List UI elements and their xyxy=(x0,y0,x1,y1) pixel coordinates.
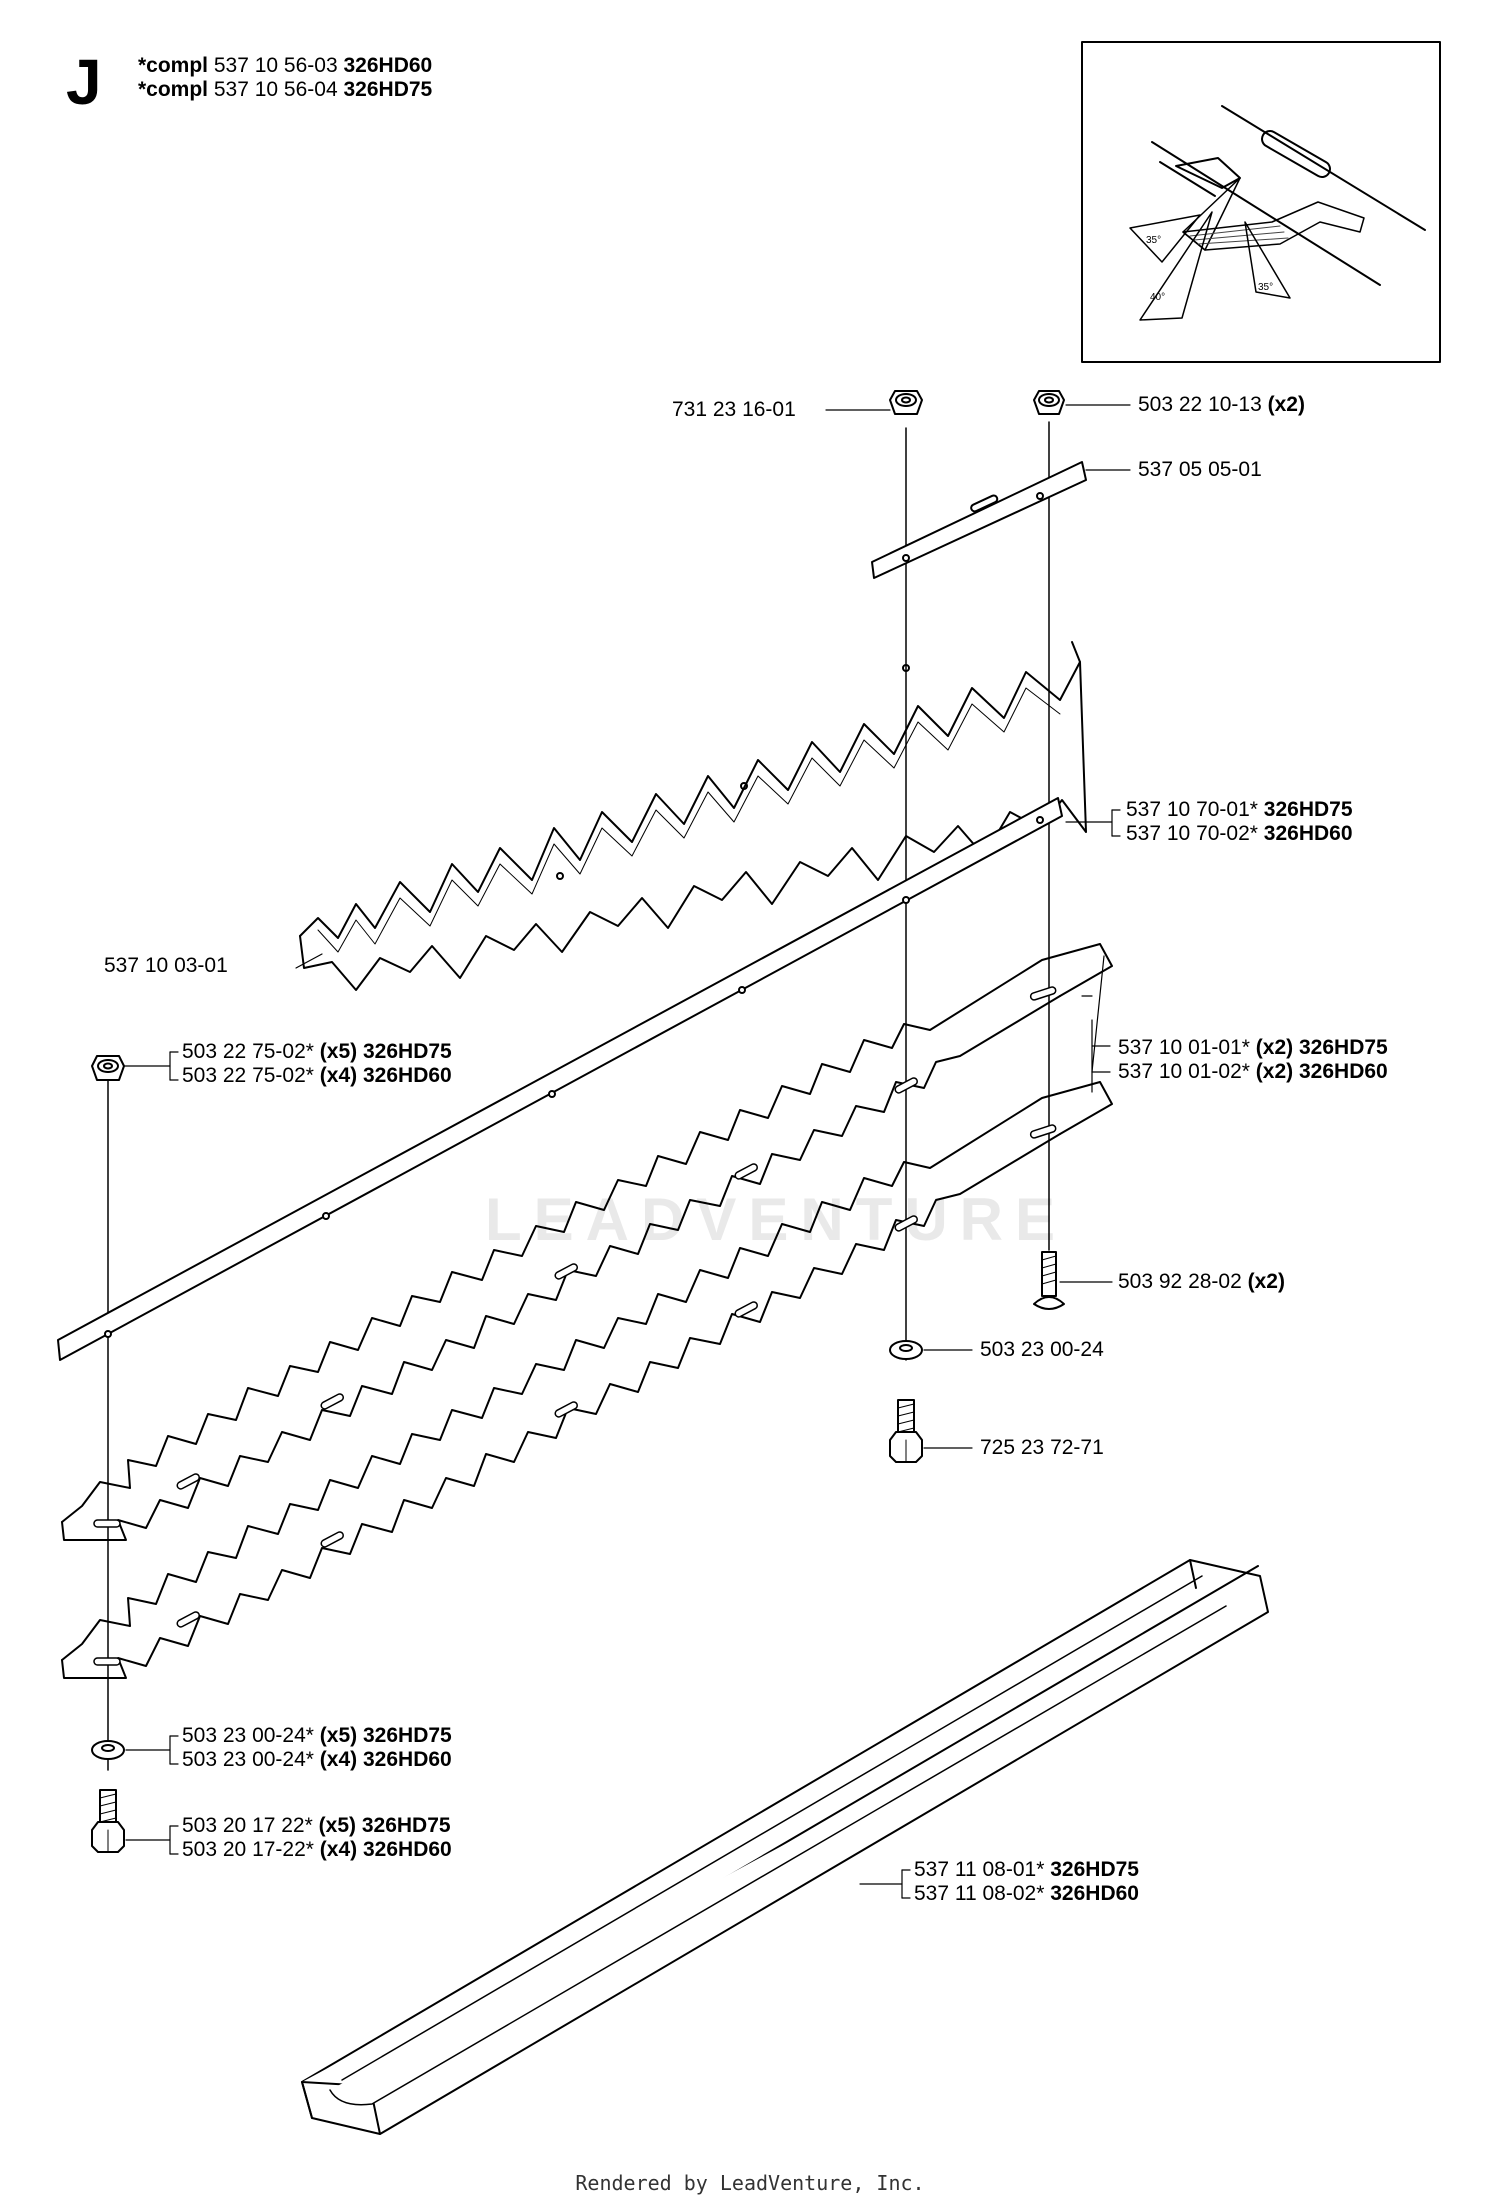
label-plate: 537 05 05-01 xyxy=(1138,458,1262,481)
label-bolt-left: 503 20 17 22* (x5) 326HD75 503 20 17-22*… xyxy=(182,1814,452,1861)
blade-guard-part xyxy=(301,1559,1269,2135)
washer-icon xyxy=(91,1740,125,1760)
kit-line: *compl 537 10 56-03 326HD60 xyxy=(138,54,433,77)
label-guide-plate: 537 10 03-01 xyxy=(104,954,228,977)
inset-detail xyxy=(1081,41,1441,363)
label-nut-left: 503 22 75-02* (x5) 326HD75 503 22 75-02*… xyxy=(182,1040,452,1087)
kit-list: *compl 537 10 56-03 326HD60 *compl 537 1… xyxy=(138,54,432,102)
label-washer-single: 503 23 00-24 xyxy=(980,1338,1104,1361)
watermark: LEADVENTURE xyxy=(485,1186,1068,1253)
leader-lines xyxy=(123,404,1131,1899)
hex-nut-icon xyxy=(91,1055,125,1081)
footer-credit: Rendered by LeadVenture, Inc. xyxy=(575,2171,925,2195)
section-letter: J xyxy=(66,46,102,118)
inset-angle-1: 35° xyxy=(1146,235,1161,246)
label-guard: 537 11 08-01* 326HD75 537 11 08-02* 326H… xyxy=(914,1858,1139,1905)
kit-line: *compl 537 10 56-04 326HD75 xyxy=(138,78,433,101)
inset-angle-3: 35° xyxy=(1258,282,1273,293)
label-blades: 537 10 01-01* (x2) 326HD75 537 10 01-02*… xyxy=(1118,1036,1388,1083)
label-bolt-single: 725 23 72-71 xyxy=(980,1436,1104,1459)
blade-upper-part xyxy=(61,943,1113,1541)
carriage-screw-icon xyxy=(1033,1251,1065,1310)
washer-icon xyxy=(889,1340,923,1360)
assembly-axes xyxy=(107,421,1050,1771)
hex-bolt-icon xyxy=(91,1789,125,1853)
inset-angle-2: 40° xyxy=(1150,292,1165,303)
hex-nut-icon xyxy=(1033,390,1065,415)
label-screw-pair: 503 92 28-02 (x2) xyxy=(1118,1270,1285,1293)
bar-part xyxy=(57,797,1063,1361)
plate-part xyxy=(871,461,1087,579)
guide-plate-part xyxy=(299,641,1087,991)
hex-nut-icon xyxy=(889,390,923,415)
label-nut-single: 731 23 16-01 xyxy=(672,398,796,421)
label-nut-pair: 503 22 10-13 (x2) xyxy=(1138,393,1305,416)
label-washer-left: 503 23 00-24* (x5) 326HD75 503 23 00-24*… xyxy=(182,1724,452,1771)
label-bar: 537 10 70-01* 326HD75 537 10 70-02* 326H… xyxy=(1126,798,1353,845)
hex-bolt-icon xyxy=(889,1399,923,1463)
blade-lower-part xyxy=(61,1081,1113,1679)
